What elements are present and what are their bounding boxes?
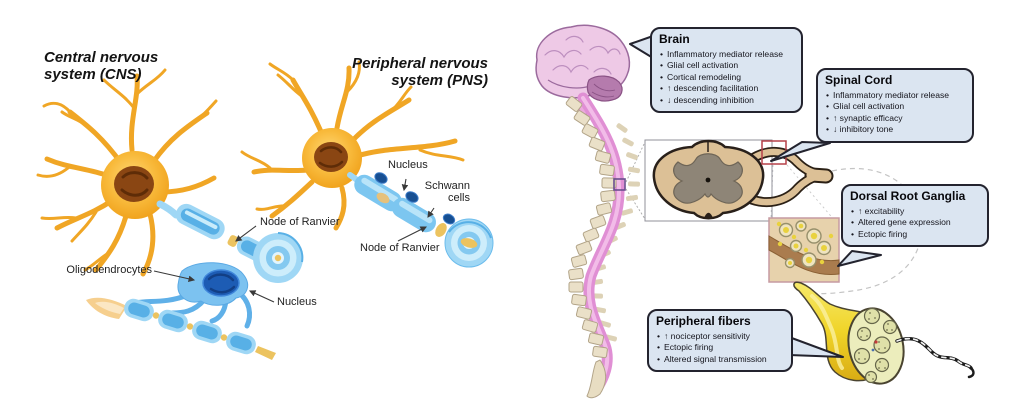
callout-item: ↑ descending facilitation [659,83,794,95]
spine-zoom-marker [613,178,626,191]
callout-item: Ectopic firing [850,229,980,241]
cns-neuron-illustration [36,68,304,283]
oligodendrocyte-illustration [86,262,276,360]
peripheral-callout-list: ↑ nociceptor sensitivity Ectopic firing … [656,331,784,366]
pns-neuron-nucleus [314,142,348,172]
drg-callout-list: ↑ excitability Altered gene expression E… [850,206,980,241]
cns-panel-title: Central nervous system (CNS) [44,49,159,83]
label-nucleus-pns: Nucleus [388,159,428,171]
spine-illustration [565,92,641,399]
callout-item: Glial cell activation [825,101,965,113]
label-node-of-ranvier-cns: Node of Ranvier [260,216,340,228]
callout-item: Ectopic firing [656,342,784,354]
cerebellum [586,75,623,102]
pns-myelin-coil [444,218,494,268]
callout-item: ↑ nociceptor sensitivity [656,331,784,343]
brain-callout-list: Inflammatory mediator release Glial cell… [659,49,794,107]
drg-callout-title: Dorsal Root Ganglia [850,189,966,203]
callout-item: ↑ synaptic efficacy [825,113,965,125]
central-canal [705,177,711,183]
pns-schwann-segment [354,174,402,212]
cns-neuron-nucleus [114,166,154,202]
callout-item: Altered signal transmission [656,354,784,366]
spinal-cord-callout: Spinal Cord Inflammatory mediator releas… [816,68,974,143]
nerve-fiber-tail [895,336,975,379]
cns-myelin-coil [253,232,304,283]
brain-callout: Brain Inflammatory mediator release Glia… [650,27,803,114]
spinal-cord-callout-title: Spinal Cord [825,73,893,87]
callout-item: Glial cell activation [659,60,794,72]
schwann-cell-nuclei [374,172,456,225]
callout-item: Altered gene expression [850,217,980,229]
pns-neuron-illustration [240,60,494,268]
peripheral-callout-title: Peripheral fibers [656,314,751,328]
spinal-cord-cross-section [644,139,834,222]
label-nucleus-cns: Nucleus [277,296,317,308]
pns-node-of-ranvier [435,223,447,237]
callout-tails [629,35,882,358]
label-oligodendrocytes: Oligodendrocytes [66,264,152,276]
cns-lower-axon-segments [124,298,276,360]
peripheral-nerve-illustration [793,281,975,385]
dorsal-root-ganglia-callout: Dorsal Root Ganglia ↑ excitability Alter… [841,184,989,248]
callout-item: Inflammatory mediator release [825,90,965,102]
callout-item: Inflammatory mediator release [659,49,794,61]
callout-item: Cortical remodeling [659,72,794,84]
spinal-cord-callout-list: Inflammatory mediator release Glial cell… [825,90,965,136]
drg-inset [768,217,840,283]
leader-lines [153,178,435,303]
label-node-of-ranvier-pns: Node of Ranvier [360,242,440,254]
callout-item: ↑ excitability [850,206,980,218]
peripheral-fibers-callout: Peripheral fibers ↑ nociceptor sensitivi… [647,309,793,373]
label-schwann-cells: Schwann cells [424,180,470,204]
pns-panel-title: Peripheral nervous system (PNS) [352,55,488,89]
cns-myelin-segment [175,203,225,240]
callout-item: ↓ inhibitory tone [825,124,965,136]
callout-item: ↓ descending inhibition [659,95,794,107]
brain-callout-title: Brain [659,32,690,46]
oligodendrocyte-nucleus [202,269,240,297]
pns-schwann-segment [391,197,437,233]
